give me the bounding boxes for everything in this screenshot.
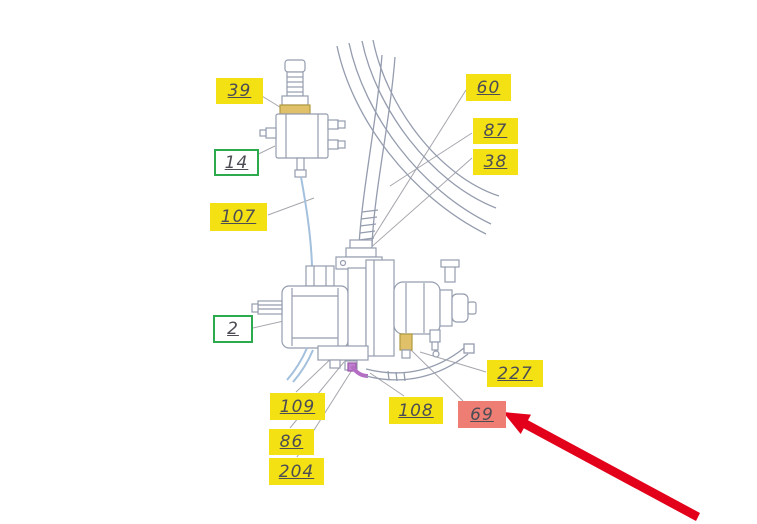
- valve-assembly: [259, 59, 346, 178]
- part-callout-87[interactable]: 87: [473, 118, 518, 144]
- part-callout-69[interactable]: 69: [458, 401, 506, 428]
- hose-bottom-left: [286, 347, 314, 383]
- hose-bottom: [365, 343, 475, 382]
- part-callout-107[interactable]: 107: [210, 203, 267, 231]
- part-callout-60[interactable]: 60: [466, 74, 511, 101]
- part-callout-39[interactable]: 39: [216, 78, 263, 104]
- part-callout-14[interactable]: 14: [214, 149, 259, 176]
- second-pump: [393, 259, 477, 359]
- pilot-hose: [300, 176, 313, 267]
- part-callout-38[interactable]: 38: [473, 149, 518, 175]
- part-callout-2[interactable]: 2: [213, 315, 253, 343]
- part-callout-204[interactable]: 204: [269, 458, 324, 485]
- part-callout-86[interactable]: 86: [269, 429, 314, 455]
- hoses-top: [336, 39, 500, 247]
- red-arrow-annotation: [503, 412, 700, 521]
- part-callout-227[interactable]: 227: [487, 360, 543, 387]
- pump-body: [251, 259, 395, 357]
- part-callout-108[interactable]: 108: [389, 397, 443, 424]
- bottom-manifold: [317, 345, 369, 378]
- part-callout-109[interactable]: 109: [270, 393, 325, 420]
